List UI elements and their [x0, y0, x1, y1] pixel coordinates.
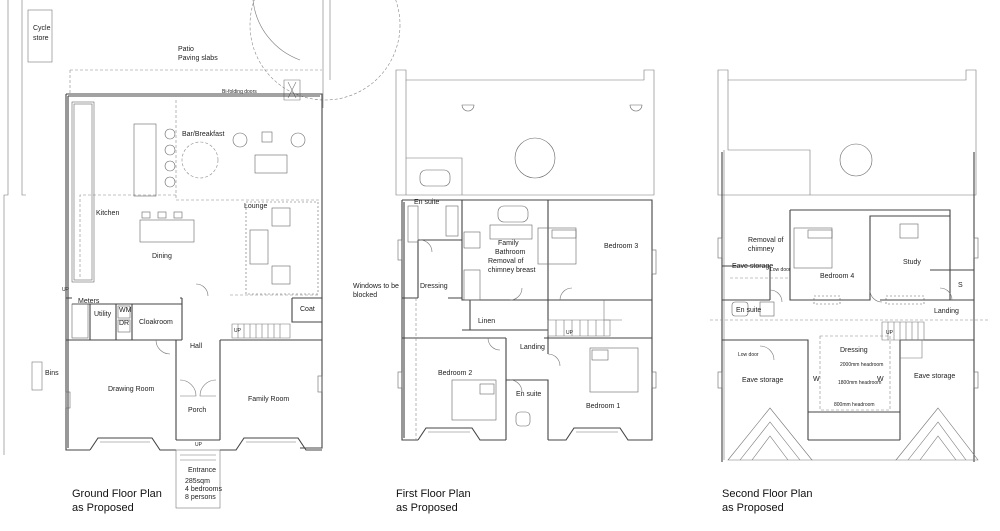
label-bar-breakfast: Bar/Breakfast: [182, 131, 224, 138]
label-headroom-2000: 2000mm headroom: [840, 362, 883, 368]
label-windows-blocked-1: Windows to be: [353, 283, 399, 290]
label-windows-blocked-2: blocked: [353, 292, 377, 299]
label-dressing: Dressing: [840, 347, 868, 354]
ground-floor-plan: Cycle store Patio Paving slabs Bi-foldin…: [3, 0, 401, 514]
label-en-suite-bottom: En suite: [516, 391, 541, 398]
label-landing: Landing: [934, 308, 959, 315]
label-study: Study: [903, 259, 921, 266]
label-cycle-store-line1: Cycle: [33, 25, 51, 32]
label-meters: Meters: [78, 298, 100, 305]
label-wm: WM: [119, 307, 132, 314]
label-w-left: W: [813, 376, 820, 383]
label-kitchen: Kitchen: [96, 210, 119, 217]
label-up: UP: [886, 330, 894, 336]
label-low-door-bottom: Low door: [738, 352, 759, 358]
label-persons: 8 persons: [185, 494, 216, 501]
label-eave-storage-top: Eave storage: [732, 263, 773, 270]
label-eave-storage-left: Eave storage: [742, 377, 783, 384]
label-coat: Coat: [300, 306, 315, 313]
label-en-suite: En suite: [736, 307, 761, 314]
label-family-bathroom-1: Family: [498, 240, 519, 247]
label-headroom-1800: 1800mm headroom: [838, 380, 881, 386]
label-lounge: Lounge: [244, 203, 267, 210]
label-removal-chimney-2: chimney: [748, 246, 775, 253]
label-up-2: UP: [234, 328, 242, 334]
label-utility: Utility: [94, 311, 112, 318]
title-second-floor-line1: Second Floor Plan: [722, 488, 813, 500]
title-ground-floor-line1: Ground Floor Plan: [72, 488, 162, 500]
label-family-room: Family Room: [248, 396, 289, 403]
label-entrance: Entrance: [188, 467, 216, 474]
label-removal-chimney-1: Removal of: [488, 258, 523, 265]
label-bifolding-doors: Bi-folding doors: [222, 89, 257, 95]
label-family-bathroom-2: Bathroom: [495, 249, 526, 256]
label-paving-slabs: Paving slabs: [178, 55, 218, 62]
label-bedroom-3: Bedroom 3: [604, 243, 638, 250]
ground-floor-labels: Cycle store Patio Paving slabs Bi-foldin…: [33, 25, 315, 514]
ground-floor-walls: [65, 93, 323, 509]
label-cloakroom: Cloakroom: [139, 319, 173, 326]
label-landing: Landing: [520, 344, 545, 351]
second-floor-labels: Removal of chimney Eave storage Low door…: [722, 237, 963, 514]
first-floor-plan: En suite Family Bathroom Removal of chim…: [353, 69, 657, 514]
second-floor-plan: Removal of chimney Eave storage Low door…: [710, 69, 990, 514]
label-low-door-top: Low door: [770, 267, 791, 273]
label-bedroom-2: Bedroom 2: [438, 370, 472, 377]
label-headroom-800: 800mm headroom: [834, 402, 875, 408]
label-en-suite-top: En suite: [414, 199, 439, 206]
label-patio: Patio: [178, 46, 194, 53]
label-w-right: W: [877, 376, 884, 383]
label-eave-storage-right: Eave storage: [914, 373, 955, 380]
title-ground-floor-line2: as Proposed: [72, 502, 134, 514]
label-bedroom-1: Bedroom 1: [586, 403, 620, 410]
label-bins: Bins: [45, 370, 59, 377]
label-dr: DR: [119, 320, 129, 327]
label-bedrooms: 4 bedrooms: [185, 486, 222, 493]
title-first-floor-line1: First Floor Plan: [396, 488, 471, 500]
label-cycle-store: store: [33, 35, 49, 42]
label-up-3: UP: [195, 442, 203, 448]
label-hall: Hall: [190, 343, 203, 350]
label-removal-chimney-2: chimney breast: [488, 267, 536, 274]
ground-floor-furniture: [65, 101, 323, 409]
label-removal-chimney-1: Removal of: [748, 237, 783, 244]
label-bedroom-4: Bedroom 4: [820, 273, 854, 280]
label-porch: Porch: [188, 407, 206, 414]
label-s: S: [958, 282, 963, 289]
label-dressing: Dressing: [420, 283, 448, 290]
site-boundary: [3, 0, 401, 455]
label-area: 285sqm: [185, 478, 210, 485]
label-up-1: UP: [62, 287, 70, 293]
first-floor-furniture: [397, 169, 657, 427]
label-drawing-room: Drawing Room: [108, 386, 154, 393]
label-up: UP: [566, 330, 574, 336]
first-floor-walls: [395, 69, 655, 441]
title-first-floor-line2: as Proposed: [396, 502, 458, 514]
title-second-floor-line2: as Proposed: [722, 502, 784, 514]
label-linen: Linen: [478, 318, 495, 325]
first-floor-labels: En suite Family Bathroom Removal of chim…: [353, 199, 638, 514]
second-floor-furniture: [717, 223, 979, 389]
label-dining: Dining: [152, 253, 172, 260]
